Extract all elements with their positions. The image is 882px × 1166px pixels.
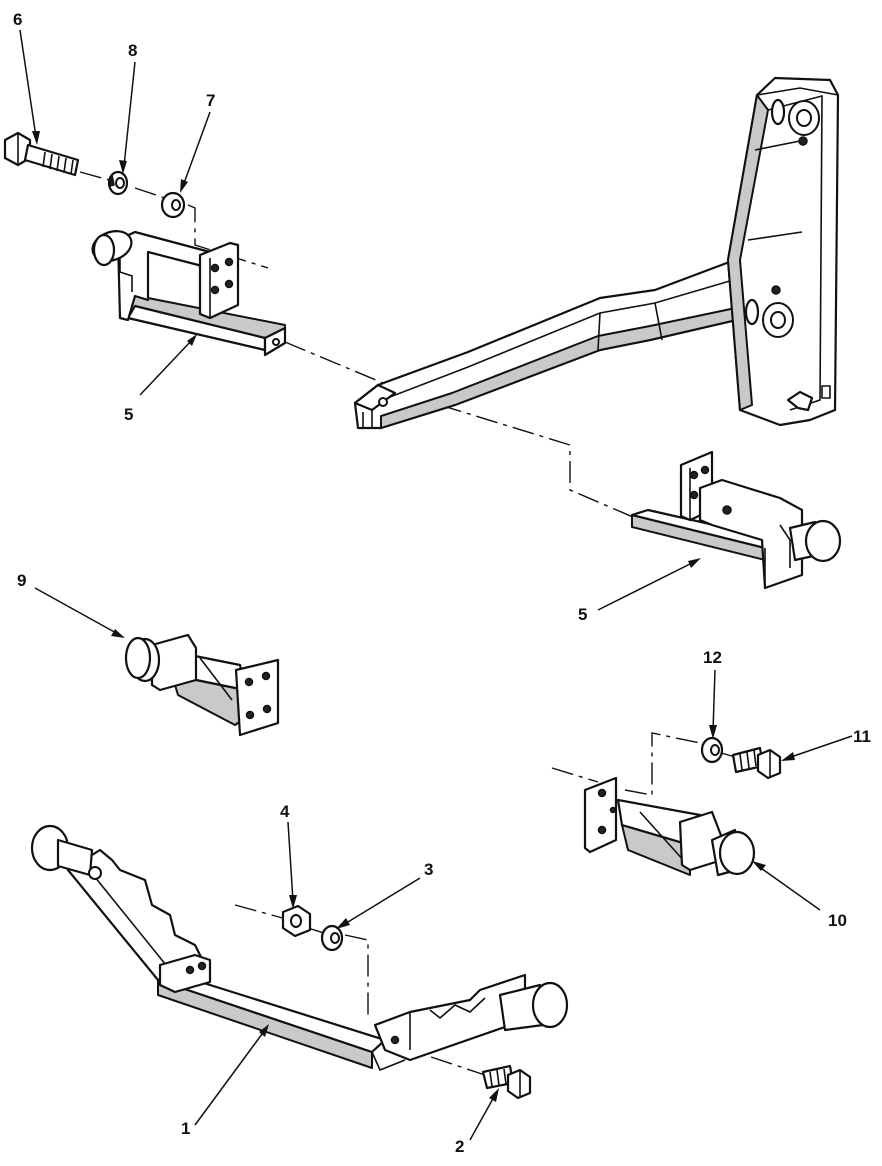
callout-11: 11 [853, 727, 871, 746]
leader-lines [19, 29, 853, 1141]
callout-labels: 6 8 7 5 5 9 12 11 10 4 3 1 2 [13, 10, 871, 1156]
part-11-bolt [731, 746, 782, 780]
part-8-lock-washer [107, 170, 129, 196]
callout-10: 10 [828, 911, 847, 930]
callout-5-right: 5 [578, 605, 587, 624]
callout-5-upper: 5 [124, 405, 133, 424]
callout-2: 2 [455, 1137, 464, 1156]
part-3-lock-washer [320, 924, 344, 952]
part-6-bolt [3, 131, 80, 177]
part-9-support-bracket [124, 633, 280, 737]
part-7-flat-washer [160, 191, 186, 219]
callout-6: 6 [13, 10, 22, 29]
part-12-washer [700, 736, 724, 764]
part-1-lower-frame [30, 824, 569, 1072]
callout-8: 8 [128, 41, 137, 60]
part-10-support-bracket [583, 776, 756, 877]
callout-3: 3 [424, 860, 433, 879]
part-2-bolt [481, 1064, 532, 1100]
part-5-right-support [630, 450, 842, 590]
callout-9: 9 [17, 571, 26, 590]
callout-12: 12 [703, 648, 722, 667]
callout-1: 1 [181, 1119, 190, 1138]
callout-7: 7 [206, 91, 215, 110]
part-5-left-support [91, 230, 287, 357]
part-4-nut [281, 904, 312, 938]
callout-4: 4 [280, 802, 290, 821]
main-frame-weldment [353, 76, 840, 430]
